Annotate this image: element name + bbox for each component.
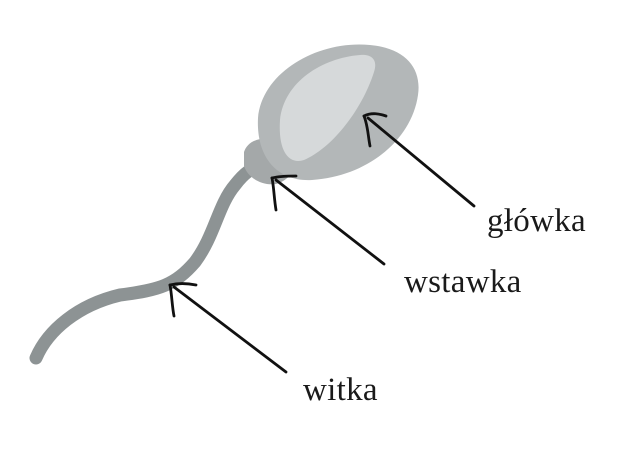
label-head: główka bbox=[487, 203, 586, 239]
arrow-tail bbox=[168, 282, 288, 374]
label-midpiece: wstawka bbox=[404, 264, 522, 300]
head bbox=[257, 44, 419, 181]
arrow-head bbox=[362, 112, 476, 208]
label-tail: witka bbox=[303, 372, 378, 408]
arrow-midpiece bbox=[270, 174, 386, 266]
tail-flagellum bbox=[29, 158, 269, 365]
